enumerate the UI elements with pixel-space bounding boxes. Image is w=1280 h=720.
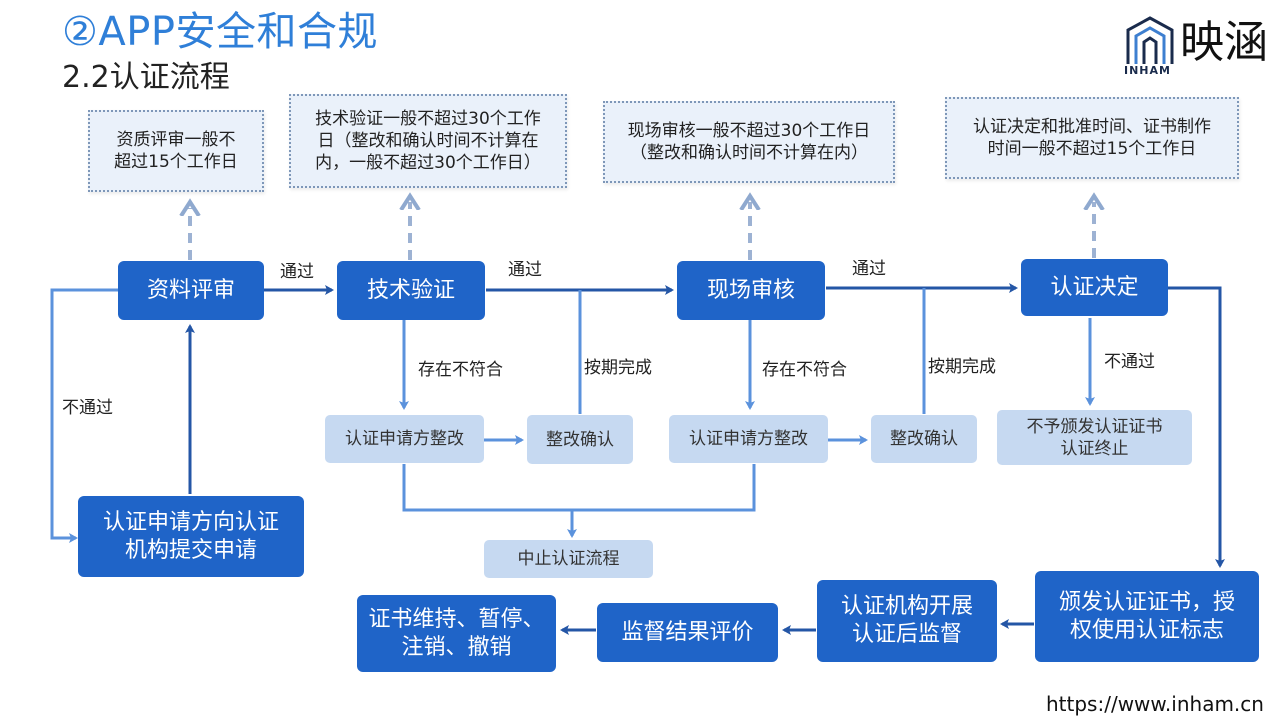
footer-url: https://www.inham.cn [1046,692,1264,716]
logo-cn-text: 映涵 [1180,17,1268,68]
box-rectify-1: 认证申请方整改 [325,415,484,463]
label-ontime-1: 按期完成 [584,358,652,378]
step-tech-verify: 技术验证 [337,261,485,320]
note-decision-time: 认证决定和批准时间、证书制作 时间一般不超过15个工作日 [945,97,1239,179]
label-ontime-2: 按期完成 [928,357,996,377]
label-pass-3: 通过 [852,259,886,279]
box-confirm-2: 整改确认 [871,415,977,463]
step-post-supervision: 认证机构开展 认证后监督 [817,580,997,662]
label-nonconform-1: 存在不符合 [418,360,503,380]
step-supervision-eval: 监督结果评价 [597,603,778,662]
label-pass-2: 通过 [508,260,542,280]
box-confirm-1: 整改确认 [527,415,633,464]
page-title: ②APP安全和合规 [62,9,378,55]
step-doc-review: 资料评审 [118,261,264,320]
box-reject: 不予颁发认证证书 认证终止 [997,410,1192,465]
box-terminate: 中止认证流程 [484,540,653,578]
label-nonconform-2: 存在不符合 [762,360,847,380]
note-review-time: 资质评审一般不 超过15个工作日 [88,110,264,192]
logo-en-text: INHAM [1124,64,1171,77]
label-fail-right: 不通过 [1104,352,1155,372]
step-issue-cert: 颁发认证证书，授 权使用认证标志 [1035,571,1259,662]
step-cert-decision: 认证决定 [1021,259,1168,316]
step-onsite-audit: 现场审核 [677,261,825,320]
page-subtitle: 2.2认证流程 [62,60,230,95]
step-apply: 认证申请方向认证 机构提交申请 [78,496,304,577]
note-tech-time: 技术验证一般不超过30个工作 日（整改和确认时间不计算在 内，一般不超过30个工… [289,94,567,188]
label-fail-left: 不通过 [62,398,113,418]
step-maintain: 证书维持、暂停、 注销、撤销 [357,595,556,672]
box-rectify-2: 认证申请方整改 [669,415,828,463]
note-onsite-time: 现场审核一般不超过30个工作日 （整改和确认时间不计算在内） [603,101,895,183]
inham-logo-icon [1126,16,1174,64]
label-pass-1: 通过 [280,262,314,282]
